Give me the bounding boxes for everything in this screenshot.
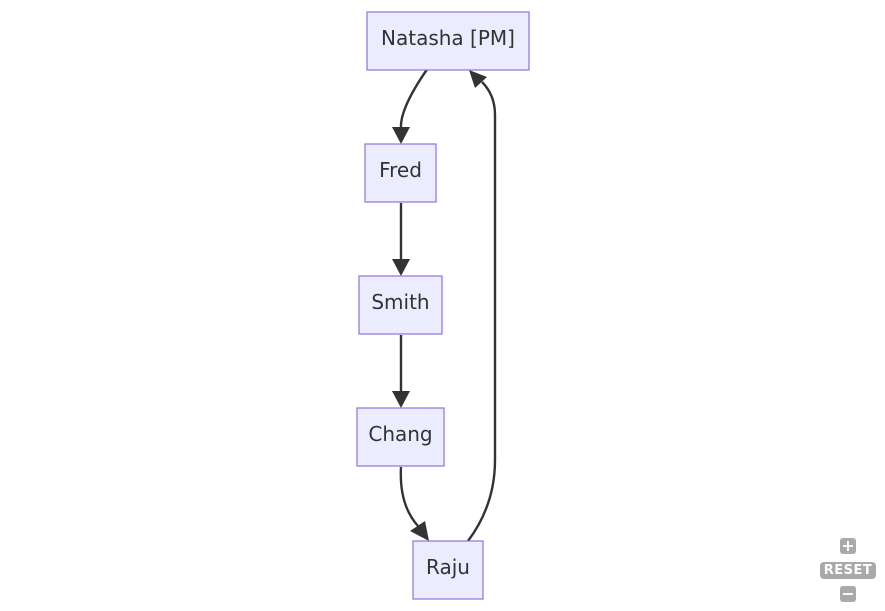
plus-icon: + — [841, 536, 855, 555]
edge-smith-to-chang-arrowhead — [392, 391, 410, 408]
edge-raju-to-natasha — [467, 81, 497, 542]
edge-raju-to-natasha-arrowhead — [469, 70, 487, 88]
edge-natasha-to-fred-arrowhead — [392, 127, 410, 144]
node-smith-label: Smith — [371, 290, 429, 314]
node-fred-label: Fred — [379, 158, 422, 182]
zoom-out-button[interactable]: − — [840, 586, 856, 602]
node-fred[interactable]: Fred — [364, 143, 437, 203]
node-natasha-label: Natasha [PM] — [381, 26, 515, 50]
edge-chang-to-raju — [399, 466, 419, 527]
minus-icon: − — [841, 584, 855, 603]
zoom-controls: + RESET − — [820, 537, 876, 605]
node-natasha[interactable]: Natasha [PM] — [366, 11, 530, 71]
edge-chang-to-raju-arrowhead — [410, 521, 429, 541]
node-chang-label: Chang — [368, 422, 432, 446]
edge-natasha-to-fred — [399, 67, 429, 129]
reset-label: RESET — [823, 563, 873, 578]
node-raju[interactable]: Raju — [412, 540, 484, 600]
node-chang[interactable]: Chang — [356, 407, 445, 467]
reset-zoom-button[interactable]: RESET — [820, 562, 876, 579]
node-smith[interactable]: Smith — [358, 275, 443, 335]
edge-fred-to-smith-arrowhead — [392, 259, 410, 276]
node-raju-label: Raju — [426, 555, 470, 579]
edges — [392, 67, 497, 542]
zoom-in-button[interactable]: + — [840, 538, 856, 554]
